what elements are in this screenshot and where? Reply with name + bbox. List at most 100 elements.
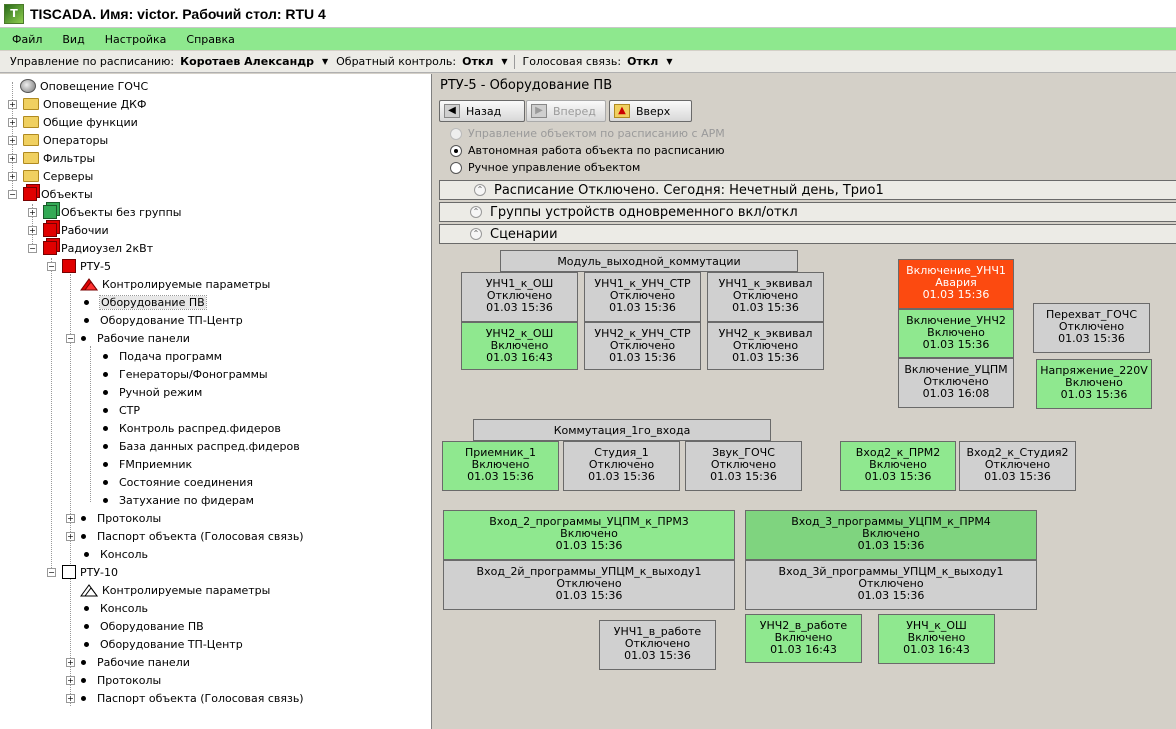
expand-icon[interactable]: +: [66, 693, 75, 703]
tree-item-rtu5-protocols[interactable]: + Протоколы: [66, 509, 161, 527]
expand-icon[interactable]: +: [8, 153, 17, 163]
mode-autonomous-radio[interactable]: Автономная работа объекта по расписанию: [450, 144, 725, 157]
tree-item-rtu10-params[interactable]: Контролируемые параметры: [80, 581, 270, 599]
collapse-icon[interactable]: −: [28, 243, 37, 253]
tree-item-rtu10-passport[interactable]: + Паспорт объекта (Голосовая связь): [66, 689, 304, 707]
feedback-dropdown[interactable]: Откл: [462, 55, 494, 68]
tree-item-feeder-db[interactable]: База данных распред.фидеров: [99, 437, 300, 455]
collapse-icon[interactable]: −: [66, 333, 75, 343]
schedule-operator-dropdown[interactable]: Коротаев Александр: [180, 55, 314, 68]
voice-dropdown[interactable]: Откл: [627, 55, 659, 68]
tree-item-feeder-control[interactable]: Контроль распред.фидеров: [99, 419, 281, 437]
tree-item-attenuation[interactable]: Затухание по фидерам: [99, 491, 254, 509]
mode-manual-radio[interactable]: Ручное управление объектом: [450, 161, 640, 174]
tree-item-filters[interactable]: + Фильтры: [8, 149, 95, 167]
tree-item-rtu10-equipment-tp[interactable]: Оборудование ТП-Центр: [80, 635, 243, 653]
tree-item-connection-state[interactable]: Состояние соединения: [99, 473, 253, 491]
expand-icon[interactable]: +: [8, 171, 17, 181]
device-state: Отключено: [923, 375, 989, 388]
tree-item-dkf[interactable]: + Оповещение ДКФ: [8, 95, 146, 113]
tree-item-gochs[interactable]: Оповещение ГОЧС: [20, 77, 148, 95]
expand-icon[interactable]: +: [28, 225, 37, 235]
menu-view[interactable]: Вид: [62, 32, 85, 46]
expand-icon[interactable]: +: [8, 99, 17, 109]
expand-icon[interactable]: +: [8, 117, 17, 127]
tree-item-servers[interactable]: + Серверы: [8, 167, 93, 185]
scenarios-section[interactable]: ⌃ Сценарии: [439, 224, 1176, 244]
forward-button[interactable]: ▶ Вперед: [526, 100, 606, 122]
tree-item-manual[interactable]: Ручной режим: [99, 383, 202, 401]
tree-item-str[interactable]: СТР: [99, 401, 140, 419]
mode-arm-radio[interactable]: Управление объектом по расписанию с АРМ: [450, 127, 725, 140]
tree-item-operators[interactable]: + Операторы: [8, 131, 108, 149]
collapse-icon[interactable]: −: [47, 261, 56, 271]
chevron-down-icon[interactable]: ▼: [666, 57, 673, 66]
collapse-icon[interactable]: −: [47, 567, 56, 577]
tree-item-rtu10-protocols[interactable]: + Протоколы: [66, 671, 161, 689]
tree-item-fm-receiver[interactable]: FMприемник: [99, 455, 192, 473]
tree-item-rtu5-params[interactable]: Контролируемые параметры: [80, 275, 270, 293]
tree-item-rtu10-console[interactable]: Консоль: [80, 599, 148, 617]
tree-item-generators[interactable]: Генераторы/Фонограммы: [99, 365, 268, 383]
expand-icon[interactable]: +: [8, 135, 17, 145]
menu-settings[interactable]: Настройка: [104, 32, 167, 46]
tree-item-no-group[interactable]: + Объекты без группы: [28, 203, 181, 221]
collapse-icon[interactable]: −: [8, 189, 17, 199]
tree-item-rtu5-equipment-pv[interactable]: Оборудование ПВ: [80, 293, 207, 311]
tree-item-rtu5-console[interactable]: Консоль: [80, 545, 148, 563]
tree-item-common[interactable]: + Общие функции: [8, 113, 138, 131]
device-state: Отключено: [624, 637, 691, 650]
tree-item-rtu5-panels[interactable]: − Рабочие панели: [66, 329, 190, 347]
expand-icon[interactable]: +: [28, 207, 37, 217]
tree-item-rtu5-passport[interactable]: + Паспорт объекта (Голосовая связь): [66, 527, 304, 545]
expand-icon[interactable]: +: [66, 657, 75, 667]
chevron-down-icon[interactable]: ▼: [501, 57, 508, 66]
rtu-idle-icon: [62, 565, 76, 579]
radio-label: Автономная работа объекта по расписанию: [468, 144, 725, 157]
tree-item-radio-node[interactable]: − Радиоузел 2кВт: [28, 239, 153, 257]
menu-file[interactable]: Файл: [12, 32, 43, 46]
expand-icon[interactable]: +: [66, 531, 75, 541]
tree-item-rtu5[interactable]: − РТУ-5: [47, 257, 111, 275]
device-state: Отключено: [609, 339, 676, 352]
up-button[interactable]: ▲ Вверх: [609, 100, 692, 122]
back-button[interactable]: ◀ Назад: [439, 100, 525, 122]
tree-item-rtu5-equipment-tp[interactable]: Оборудование ТП-Центр: [80, 311, 243, 329]
expand-icon[interactable]: +: [66, 675, 75, 685]
tree-item-rtu10-panels[interactable]: + Рабочие панели: [66, 653, 190, 671]
chevron-down-icon[interactable]: ▼: [321, 57, 329, 66]
device-name: УНЧ1_к_ОШ: [485, 277, 554, 290]
tree-item-rtu10[interactable]: − РТУ-10: [47, 563, 118, 581]
menu-help[interactable]: Справка: [186, 32, 235, 46]
expand-icon[interactable]: +: [66, 513, 75, 523]
schedule-section[interactable]: ⌃ Расписание Отключено. Сегодня: Нечетны…: [439, 180, 1176, 200]
tree-item-rtu10-equipment-pv[interactable]: Оборудование ПВ: [80, 617, 204, 635]
tree-item-workers[interactable]: + Рабочии: [28, 221, 109, 239]
device-groups-section[interactable]: ⌃ Группы устройств одновременного вкл/от…: [439, 202, 1176, 222]
tree-item-program-feed[interactable]: Подача программ: [99, 347, 222, 365]
tree-item-objects[interactable]: − Объекты: [8, 185, 93, 203]
